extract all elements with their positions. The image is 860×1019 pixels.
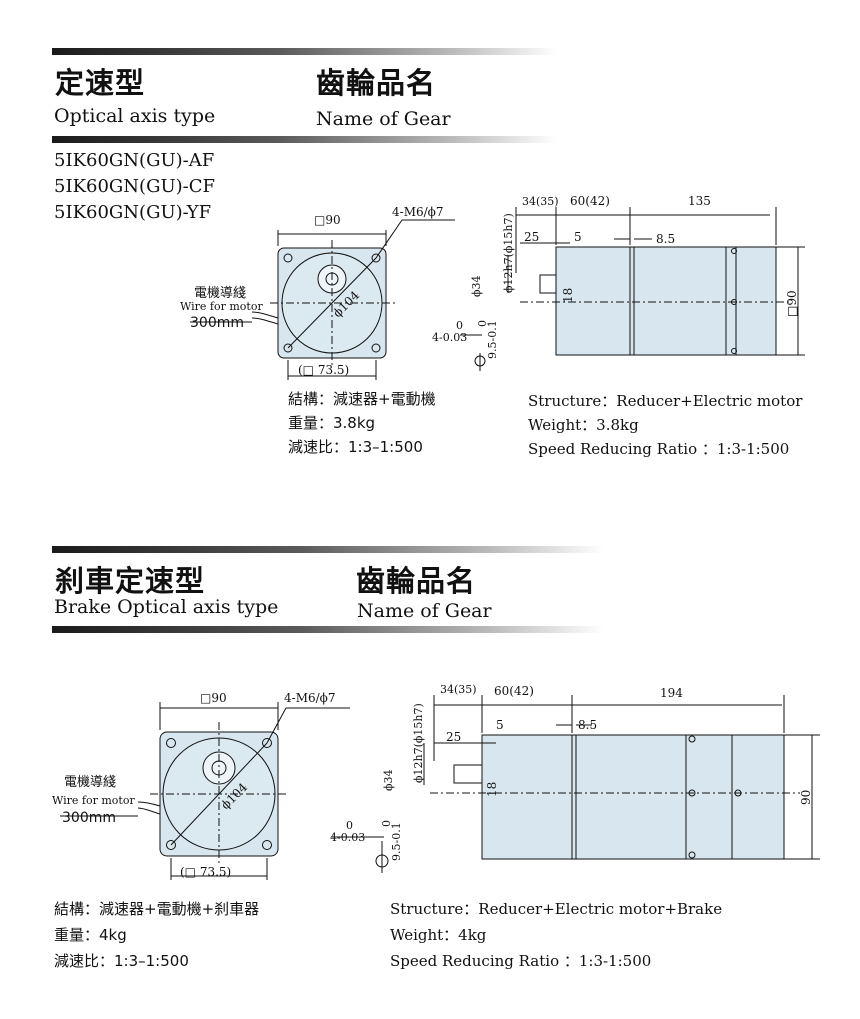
section1-front-view: □90 4-M6/ϕ7 ϕ104 (□ 73.5) 電機導綫 Wire for … [180,205,455,380]
side2-d2: 60(42) [494,684,534,698]
section1-ratio-en: Speed Reducing Ratio ：1:3-1:500 [528,440,790,458]
section2-side-view: 34(35) 60(42) 194 25 5 8.5 ϕ12h7(ϕ15h7) … [330,683,820,873]
front2-square-dim: □90 [200,691,227,705]
front1-wire-en: Wire for motor [180,300,263,313]
side2-tol-key: 4-0.03 [330,831,365,844]
section1-title-zh: 定速型 [55,66,146,100]
side2-d5: 5 [496,718,504,732]
model-af: 5IK60GN(GU)-AF [54,150,215,171]
side2-tol-key-up: 0 [346,819,353,832]
side2-d6: 8.5 [578,718,597,732]
side1-tol-key: 4-0.03 [432,331,467,344]
section2-ratio-zh: 減速比：1:3–1:500 [54,952,189,970]
section2-bottom-rule [52,626,604,633]
front2-wire-en: Wire for motor [52,794,135,807]
section2-ratio-en: Speed Reducing Ratio ：1:3-1:500 [390,952,652,970]
side1-d1: 34(35) [522,195,559,208]
side2-d4: 25 [446,730,461,744]
side1-d4: 25 [524,230,539,244]
section2-weight-en: Weight：4kg [390,926,487,944]
side2-d3: 194 [660,686,683,700]
front1-wire-zh: 電機導綫 [194,286,246,301]
side1-shaft-fit: ϕ12h7(ϕ15h7) [502,213,515,293]
section1-ratio-zh: 減速比：1:3–1:500 [288,438,423,456]
front2-wire-len: 300mm [62,810,116,826]
section1-structure-zh: 結構：減速器+電動機 [288,390,436,408]
section1-title-en: Optical axis type [54,105,216,127]
section1-side-view: 34(35) 60(42) 135 25 5 8.5 ϕ12h7(ϕ15h7) … [432,194,805,371]
side1-d3: 135 [688,194,711,208]
side2-key: 18 [485,782,499,797]
section2-gear-zh: 齒輪品名 [356,564,477,598]
side1-tol-key-up: 0 [456,319,463,332]
side2-shaft-fit: ϕ12h7(ϕ15h7) [412,703,425,783]
side2-height: 90 [799,790,813,805]
front1-wire-len: 300mm [190,315,244,331]
section2-front-view: □90 4-M6/ϕ7 ϕ104 (□ 73.5) 電機導綫 Wire for … [52,691,350,880]
side2-tol-depth: 9.5-0.1 [390,822,403,861]
section2-structure-zh: 結構：減速器+電動機+刹車器 [54,900,260,918]
section2-weight-zh: 重量：4kg [54,926,127,944]
side1-key: 18 [561,288,575,303]
front1-span-dim: (□ 73.5) [298,363,349,377]
section1-top-rule [52,48,557,55]
section1-weight-zh: 重量：3.8kg [288,414,376,432]
side1-tol-depth-up: 0 [476,320,489,327]
side2-d1: 34(35) [440,683,477,696]
section1-gear-zh: 齒輪品名 [316,66,437,100]
side1-height: □90 [785,290,799,317]
front1-square-dim: □90 [314,213,341,227]
side2-tol-depth-up: 0 [380,820,393,827]
model-yf: 5IK60GN(GU)-YF [54,202,212,223]
front2-span-dim: (□ 73.5) [180,865,231,879]
section1-structure-en: Structure：Reducer+Electric motor [528,392,803,410]
side1-tol-depth: 9.5-0.1 [486,320,499,359]
front2-holes-dim: 4-M6/ϕ7 [284,691,335,705]
section2-title-zh: 刹車定速型 [55,564,206,598]
section2-structure-en: Structure：Reducer+Electric motor+Brake [390,900,723,918]
section1-bottom-rule [52,136,557,143]
section1-weight-en: Weight：3.8kg [528,416,639,434]
section2-gear-en: Name of Gear [357,600,492,622]
section2-title-en: Brake Optical axis type [54,596,279,618]
side1-d2: 60(42) [570,194,610,208]
side1-d5: 5 [574,230,582,244]
section2-top-rule [52,546,604,553]
side1-shaft-dia: ϕ34 [470,276,483,298]
front1-holes-dim: 4-M6/ϕ7 [392,205,443,219]
front2-wire-zh: 電機導綫 [64,775,116,790]
side1-d6: 8.5 [656,232,675,246]
side2-shaft-dia: ϕ34 [382,770,395,792]
section1-gear-en: Name of Gear [316,108,451,130]
model-cf: 5IK60GN(GU)-CF [54,176,215,197]
